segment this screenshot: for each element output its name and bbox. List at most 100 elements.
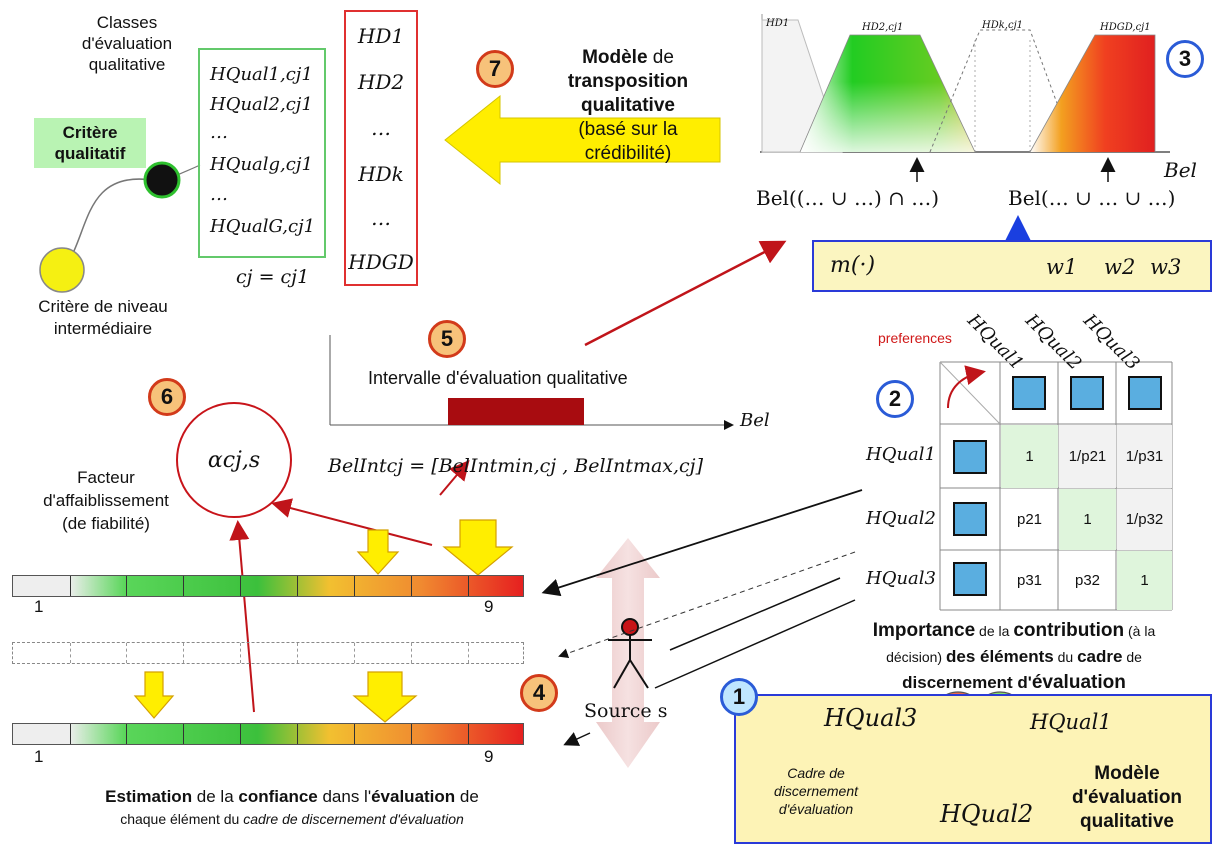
est-w1: Estimation [105, 787, 193, 806]
matrix-cell-1-2: 1/p21 [1059, 425, 1116, 488]
red-arrow-to-belint [439, 459, 470, 496]
facteur-line-2: d'affaiblissement [43, 491, 169, 510]
cadre-label: Cadre de discernement d'évaluation [756, 764, 876, 818]
matrix-grid [939, 361, 1173, 611]
step-7-line4: (basé sur la [578, 119, 678, 140]
matrix-row-header-1: HQual1 [866, 444, 936, 465]
cadre-line-1: Cadre de [787, 765, 845, 781]
hd-ellipsis-1: … [371, 116, 391, 140]
intermediate-criterion-label: Critère de niveau intermédiaire [38, 297, 168, 338]
est-line2-b: cadre de discernement d'évaluation [243, 811, 464, 827]
est-w5: évaluation [371, 787, 456, 806]
scale-3-max: 9 [484, 747, 494, 766]
matrix-row-square-3 [953, 562, 987, 596]
chart-label-hdgd: HDGD,cj1 [1100, 22, 1151, 33]
bel-left: Bel((… ∪ …) ∩ …) [756, 186, 940, 210]
scale-3-min: 1 [34, 747, 44, 766]
yellow-down-arrow-low-1 [133, 671, 175, 719]
importance-caption: Importance de la contribution (à la déci… [814, 618, 1214, 696]
red-arrow-lower-to-alpha [229, 520, 255, 713]
matrix-cell-3-3: 1 [1117, 551, 1172, 610]
step-1-badge: 1 [720, 678, 758, 716]
qual-classes-box: HQual1,cj1 HQual2,cj1 … HQualg,cj1 … HQu… [198, 48, 326, 258]
step-7-line3: qualitative [581, 95, 675, 116]
confidence-scale-3 [12, 723, 524, 745]
red-arrow-to-alpha [271, 498, 433, 546]
hd-1: HD1 [357, 24, 405, 48]
chart-axis-bel: Bel [1164, 158, 1197, 182]
matrix-cell-1-1: 1 [1001, 425, 1058, 488]
qual-class-ellipsis-2: … [210, 184, 228, 205]
matrix-row-header-3: HQual3 [866, 568, 936, 589]
chart-label-hd1: HD1 [766, 18, 790, 29]
matrix-row-square-1 [953, 440, 987, 474]
matrix-cell-1-3: 1/p31 [1117, 425, 1172, 488]
modele-line-1: Modèle [1094, 763, 1160, 784]
step-7-rest: de [647, 47, 674, 68]
step-4-badge: 4 [520, 674, 558, 712]
yellow-left-arrow-7 [444, 94, 721, 186]
estimation-caption: Estimation de la confiance dans l'évalua… [22, 786, 562, 830]
imp-w3: contribution [1013, 620, 1125, 641]
yellow-down-arrow-large [442, 519, 514, 576]
chart-label-hd2: HD2,cj1 [862, 22, 904, 33]
step-7-line5: crédibilité) [584, 143, 672, 164]
black-arrow-source [563, 732, 591, 746]
qual-class-G: HQualG,cj1 [210, 216, 316, 237]
imp-w5: décision) [886, 649, 946, 665]
source-person-icon [608, 618, 652, 689]
preferences-label: preferences [878, 330, 952, 346]
confidence-scale-1 [12, 575, 524, 597]
cadre-line-3: d'évaluation [778, 801, 854, 817]
hd-gd: HDGD [348, 250, 414, 274]
black-arrow-row3b [654, 599, 856, 689]
imp-w10: discernement d' [902, 673, 1032, 692]
step-7-line2: transposition [567, 71, 689, 92]
source-label: Source s [584, 700, 668, 722]
belint-formula: BelIntcj = [BelIntmin,cj , BelIntmax,cj] [328, 455, 703, 477]
qual-class-g: HQualg,cj1 [210, 154, 313, 175]
imp-w9: de [1122, 649, 1142, 665]
preferences-arrow [947, 365, 986, 409]
matrix-cell-2-2: 1 [1059, 489, 1116, 550]
matrix-row-header-2: HQual2 [866, 508, 936, 529]
facteur-line-1: Facteur [77, 468, 135, 487]
matrix-cell-3-1: p31 [1016, 572, 1043, 589]
matrix-col-square-2 [1070, 376, 1104, 410]
bel-right: Bel(… ∪ … ∪ …) [1008, 186, 1176, 210]
imp-w4: (à la [1124, 623, 1156, 639]
step-3-badge: 3 [1166, 40, 1204, 78]
matrix-cell-3-2: p32 [1074, 572, 1101, 589]
source-double-arrow [596, 538, 660, 768]
hd-2: HD2 [357, 70, 405, 94]
imp-w2: de la [975, 623, 1014, 639]
step-7-badge: 7 [476, 50, 514, 88]
transposition-chart [760, 14, 1170, 182]
qual-class-2: HQual2,cj1 [210, 94, 313, 115]
modele-line-3: qualitative [1080, 811, 1174, 832]
scale-1-max: 9 [484, 597, 494, 616]
venn-label-hqual3: HQual3 [824, 704, 918, 732]
mass-box: m(·) w1 w2 w3 [812, 240, 1212, 292]
red-arrow-5-to-3 [584, 240, 787, 347]
modele-line-2: d'évaluation [1071, 787, 1183, 808]
venn-label-hqual1: HQual1 [1030, 710, 1112, 734]
black-arrow-row2 [558, 551, 856, 659]
matrix-col-square-3 [1128, 376, 1162, 410]
step-6-badge: 6 [148, 378, 186, 416]
mass-m: m(·) [830, 253, 876, 278]
yellow-down-arrow-small [356, 529, 400, 575]
interval-bar [448, 398, 584, 425]
model-box [734, 694, 1212, 844]
chart-label-hdk: HDk,cj1 [982, 20, 1024, 31]
alpha-symbol: αcj,s [207, 447, 261, 473]
qualitative-criterion-node [143, 161, 181, 199]
scale-1-min: 1 [34, 597, 44, 616]
qual-class-ellipsis-1: … [210, 122, 228, 143]
cj-equation: cj = cj1 [236, 266, 310, 288]
est-w2: de la [192, 787, 239, 806]
qual-class-1: HQual1,cj1 [210, 64, 313, 85]
black-arrow-row1 [541, 489, 863, 597]
step-5-badge: 5 [428, 320, 466, 358]
